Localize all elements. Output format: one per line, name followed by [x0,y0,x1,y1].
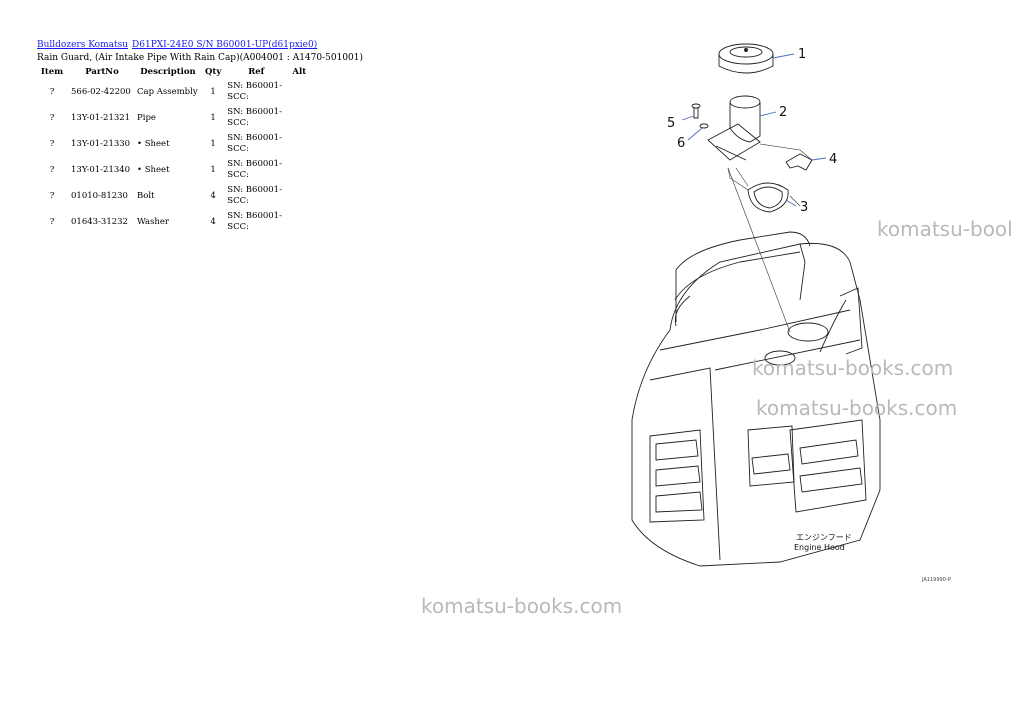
cell-qty: 1 [210,139,216,149]
cell-partno: 13Y-01-21321 [71,113,131,123]
cell-ref: SN: B60001-SCC: [227,185,282,206]
cell-item: ? [49,191,55,201]
table-row: ? 01010-81230 Bolt 4 SN: B60001-SCC: [35,183,311,209]
engine-hood-drawing [631,43,881,567]
callout-2[interactable]: 2 [779,105,787,120]
cell-partno: 01643-31232 [71,217,128,227]
col-header-qty: Qty [205,67,222,77]
cell-item: ? [49,165,55,175]
engine-hood-label-en: Engine Hood [794,543,845,552]
cell-item: ? [49,87,55,97]
cell-qty: 1 [210,87,216,97]
col-header-partno: PartNo [85,67,119,77]
table-row: ? 13Y-01-21330 • Sheet 1 SN: B60001-SCC: [35,131,311,157]
cell-description: • Sheet [137,165,170,175]
table-row: ? 13Y-01-21340 • Sheet 1 SN: B60001-SCC: [35,157,311,183]
watermark-text: komatsu-bool [877,217,1013,241]
watermark-text: komatsu-books.com [752,356,954,380]
cell-qty: 4 [210,191,216,201]
cell-description: Pipe [137,113,156,123]
engine-hood-label-jp: エンジンフード [796,533,852,542]
callout-4[interactable]: 4 [829,152,837,167]
cell-description: • Sheet [137,139,170,149]
cell-description: Cap Assembly [137,87,198,97]
cell-description: Washer [137,217,169,227]
callout-6[interactable]: 6 [677,136,685,151]
parts-table-header: Item PartNo Description Qty Ref Alt [35,65,311,79]
cell-partno: 13Y-01-21340 [71,165,131,175]
breadcrumb-model-link[interactable]: D61PXI-24E0 S/N B60001-UP(d61pxie0) [132,40,318,50]
col-header-item: Item [40,67,64,77]
cell-item: ? [49,113,55,123]
cell-ref: SN: B60001-SCC: [227,133,282,154]
cell-ref: SN: B60001-SCC: [227,81,282,102]
breadcrumb-category-link[interactable]: Bulldozers Komatsu [37,40,129,50]
cell-ref: SN: B60001-SCC: [227,107,282,128]
col-header-ref: Ref [248,67,265,77]
cell-qty: 1 [210,113,216,123]
callout-5[interactable]: 5 [667,116,675,131]
cell-item: ? [49,139,55,149]
cell-qty: 1 [210,165,216,175]
cell-partno: 13Y-01-21330 [71,139,131,149]
assembly-leader-lines [727,143,813,333]
cell-partno: 01010-81230 [71,191,128,201]
table-row: ? 566-02-42200 Cap Assembly 1 SN: B60001… [35,79,311,105]
callout-leaders [681,53,827,207]
parts-table: Item PartNo Description Qty Ref Alt ? 56… [35,65,311,235]
cell-ref: SN: B60001-SCC: [227,159,282,180]
page-title: Rain Guard, (Air Intake Pipe With Rain C… [37,53,364,63]
table-row: ? 13Y-01-21321 Pipe 1 SN: B60001-SCC: [35,105,311,131]
cell-qty: 4 [210,217,216,227]
callout-3[interactable]: 3 [800,200,808,215]
cell-description: Bolt [137,191,155,201]
cell-item: ? [49,217,55,227]
col-header-description: Description [140,67,196,77]
col-header-alt: Alt [292,67,307,77]
drawing-code: JA119990-P [921,577,951,583]
cell-partno: 566-02-42200 [71,87,131,97]
watermark-text: komatsu-books.com [421,594,623,618]
table-row: ? 01643-31232 Washer 4 SN: B60001-SCC: [35,209,311,235]
callout-1[interactable]: 1 [798,47,806,62]
cell-ref: SN: B60001-SCC: [227,211,282,232]
watermark-text: komatsu-books.com [756,396,958,420]
